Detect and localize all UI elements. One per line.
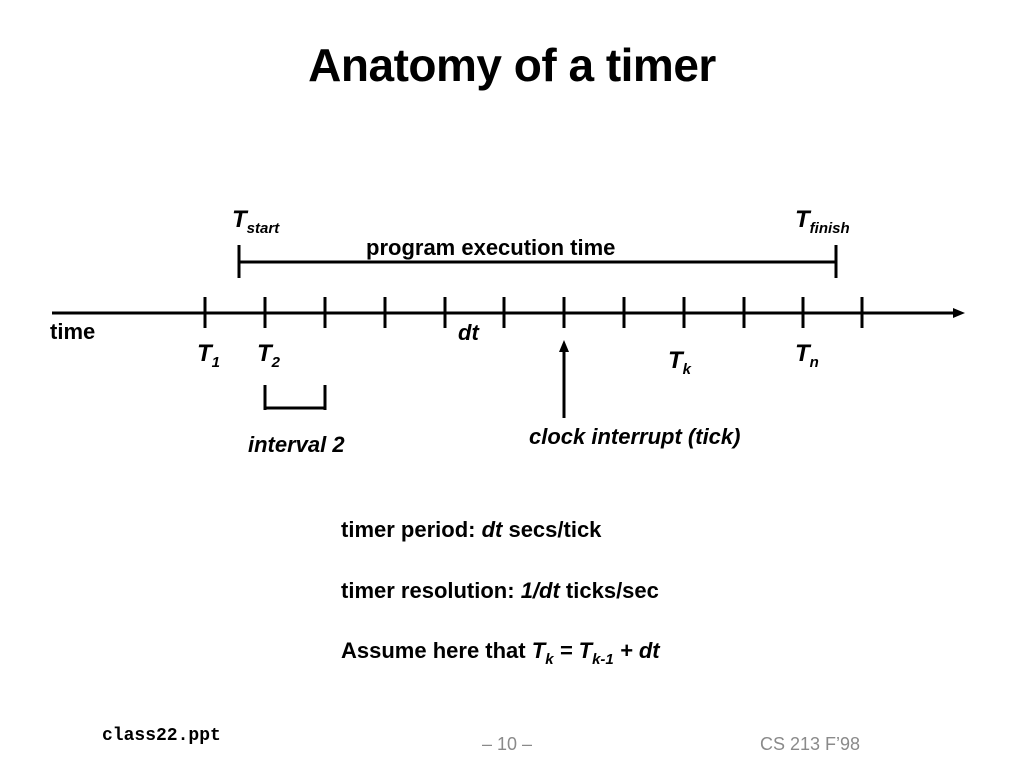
program-execution-label: program execution time — [366, 235, 616, 260]
t-finish-label: Tfinish — [795, 206, 850, 237]
timer-resolution-note: timer resolution: 1/dt ticks/sec — [341, 578, 659, 603]
assumption-note: Assume here that Tk = Tk-1 + dt — [341, 638, 660, 668]
tk-label: Tk — [668, 347, 692, 378]
dt-label: dt — [458, 320, 479, 345]
slide-title: Anatomy of a timer — [308, 39, 716, 91]
timer-period-note: timer period: dt secs/tick — [341, 517, 602, 542]
tick-marks — [203, 297, 864, 328]
t-start-label: Tstart — [232, 206, 280, 237]
footer-page-number: – 10 – — [482, 734, 533, 754]
t1-label: T1 — [197, 340, 221, 371]
clock-interrupt-arrowhead — [559, 340, 569, 352]
tn-label: Tn — [795, 340, 819, 371]
interval-label: interval 2 — [248, 432, 345, 457]
t2-label: T2 — [257, 340, 281, 371]
interval-bracket — [263, 385, 327, 410]
clock-interrupt-label: clock interrupt (tick) — [529, 424, 741, 449]
time-axis-arrowhead — [953, 308, 965, 318]
footer-course: CS 213 F’98 — [760, 734, 861, 754]
footer-filename: class22.ppt — [102, 726, 221, 746]
time-axis-label: time — [50, 319, 96, 344]
